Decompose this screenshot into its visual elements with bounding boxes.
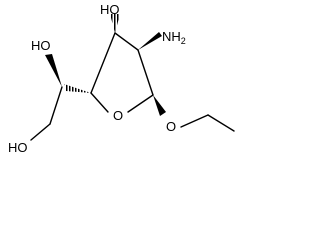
atom-labels: HO NH2 HO O O HO xyxy=(8,2,186,155)
bond-oring-c4 xyxy=(90,92,109,113)
hashed-bond-hydroxyl-top xyxy=(110,14,120,33)
bond-c3-oring xyxy=(127,94,154,113)
label-side-chain-hydroxyl: HO xyxy=(31,38,51,53)
label-hydroxyl-top: HO xyxy=(100,2,120,17)
label-ether-oxygen: O xyxy=(166,119,176,134)
substituent-bonds xyxy=(30,14,235,141)
bond-side-chain-ch2 xyxy=(49,86,63,125)
bond-ethyl-ch3 xyxy=(207,114,235,132)
bond-c1-c2 xyxy=(114,32,139,51)
label-amino: NH2 xyxy=(162,29,186,46)
wedge-bond-ether xyxy=(153,95,166,116)
furanose-ring xyxy=(90,32,154,113)
label-ring-oxygen: O xyxy=(113,108,123,123)
molecule-diagram: HO NH2 HO O O HO xyxy=(8,2,235,155)
bond-c2-c3 xyxy=(137,49,154,96)
bond-ether-ethyl xyxy=(180,114,209,128)
wedge-bond-amino xyxy=(138,32,162,50)
bond-ch2-terminal-hydroxyl xyxy=(30,123,51,141)
bond-c4-c1 xyxy=(90,32,116,94)
wedge-bond-side-chain-hydroxyl xyxy=(45,54,62,87)
label-terminal-hydroxyl: HO xyxy=(8,140,28,155)
hashed-bond-side-chain xyxy=(64,84,91,93)
